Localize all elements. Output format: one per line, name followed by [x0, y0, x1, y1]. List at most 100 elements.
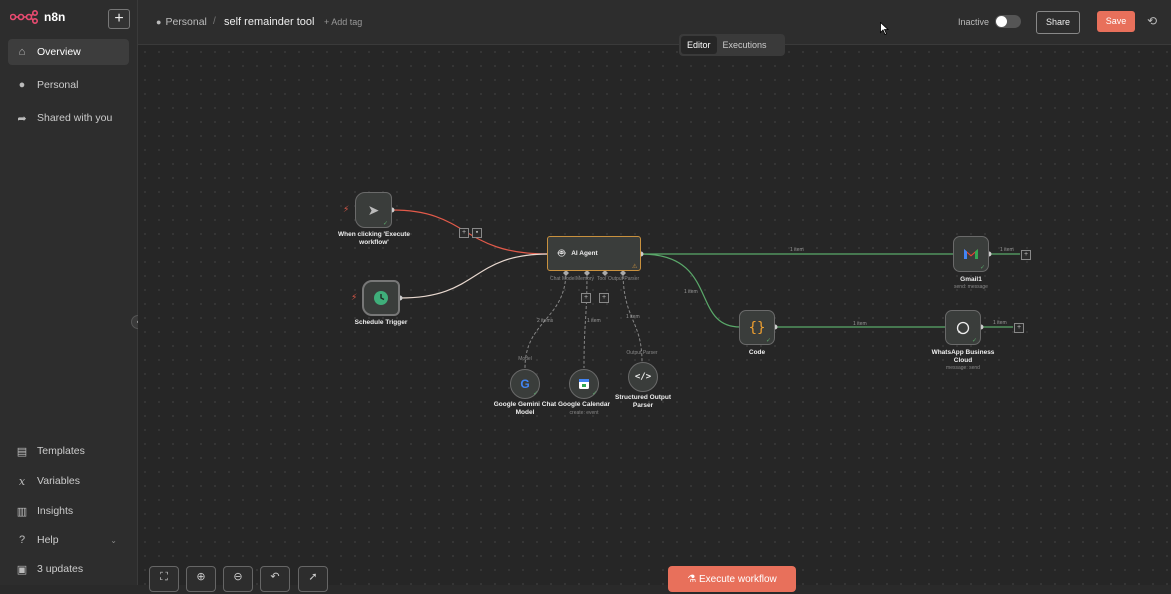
success-check-icon: ✓ — [980, 265, 986, 271]
mouse-cursor-icon — [880, 22, 889, 35]
chevron-down-icon: ⌄ — [110, 535, 117, 545]
cursor-click-icon: ➤ — [367, 201, 380, 218]
active-toggle[interactable] — [995, 15, 1021, 28]
pointer-icon: ➚ — [308, 571, 318, 583]
node-structured-output-parser[interactable]: </> — [628, 362, 658, 392]
sidebar-item-help[interactable]: ? Help ⌄ — [8, 527, 129, 553]
connection-item-count: 1 item — [587, 318, 601, 324]
node-label: Code — [748, 349, 766, 356]
node-ai-agent[interactable]: 🤖︎ AI Agent — [547, 236, 641, 271]
zoom-in-button[interactable]: ⊕ — [186, 566, 216, 592]
undo-icon: ↶ — [270, 571, 280, 583]
connection-item-count: 1 item — [684, 289, 698, 295]
status-label: Inactive — [958, 17, 990, 27]
sidebar-item-label: 3 updates — [37, 563, 84, 575]
sidebar-item-label: Insights — [37, 505, 74, 517]
sidebar-item-label: Help — [37, 534, 59, 546]
add-node-plus-icon[interactable]: + — [1021, 250, 1031, 260]
n8n-logo-icon — [10, 10, 38, 24]
port-label-memory: Memory — [576, 276, 595, 282]
gift-icon: ▣ — [16, 563, 28, 576]
node-google-calendar[interactable] — [569, 369, 599, 399]
node-label: AI Agent — [571, 250, 598, 257]
fit-view-button[interactable]: ⛶ — [149, 566, 179, 592]
sidebar-item-variables[interactable]: x Variables — [8, 468, 129, 494]
delete-connection-icon[interactable]: ▪ — [472, 228, 482, 238]
header: ● Personal / self remainder tool + Add t… — [138, 0, 1171, 45]
connection-item-count: 2 items — [537, 318, 554, 324]
reset-zoom-button[interactable]: ↶ — [260, 566, 290, 592]
node-label: When clicking 'Execute workflow' — [338, 231, 410, 246]
add-node-plus-icon[interactable]: + — [459, 228, 469, 238]
clock-icon — [374, 291, 388, 305]
breadcrumb[interactable]: ● Personal — [156, 16, 207, 28]
node-manual-trigger[interactable]: ➤ — [355, 192, 392, 228]
tab-executions[interactable]: Executions — [722, 40, 767, 50]
success-check-icon: ✓ — [972, 338, 978, 344]
node-label: Schedule Trigger — [354, 319, 408, 326]
success-check-icon: ✓ — [592, 391, 598, 397]
workflow-title[interactable]: self remainder tool — [224, 16, 315, 28]
sidebar-item-templates[interactable]: ▤ Templates — [8, 438, 129, 464]
share-icon: ➦ — [17, 112, 27, 125]
share-button[interactable]: Share — [1036, 11, 1080, 34]
select-tool-button[interactable]: ➚ — [298, 566, 328, 592]
add-tool-plus-icon[interactable]: + — [599, 293, 609, 303]
google-g-icon: G — [520, 377, 530, 391]
fit-view-icon: ⛶ — [160, 571, 168, 583]
port-label-tool: Tool — [597, 276, 607, 282]
tab-editor[interactable]: Editor — [681, 36, 717, 54]
node-label: Structured Output Parser — [615, 394, 671, 409]
node-top-label: Output Parser — [626, 350, 658, 356]
connection-item-count: 1 item — [790, 247, 804, 253]
warning-icon: ⚠ — [632, 264, 638, 270]
templates-icon: ▤ — [16, 445, 28, 458]
code-tag-icon: </> — [634, 372, 652, 382]
zoom-out-button[interactable]: ⊖ — [223, 566, 253, 592]
zoom-in-icon: ⊕ — [196, 571, 206, 583]
n8n-logo[interactable]: n8n — [10, 10, 65, 24]
add-tag-button[interactable]: + Add tag — [324, 17, 363, 27]
create-new-button[interactable]: + — [108, 9, 130, 29]
add-node-plus-icon[interactable]: + — [1014, 323, 1024, 333]
add-memory-plus-icon[interactable]: + — [581, 293, 591, 303]
node-label: WhatsApp Business Cloud — [931, 349, 995, 364]
history-icon[interactable]: ⟲ — [1147, 14, 1158, 28]
sidebar-item-overview[interactable]: ⌂ Overview — [8, 39, 129, 65]
sidebar-item-updates[interactable]: ▣ 3 updates — [8, 556, 129, 582]
sidebar-item-label: Overview — [37, 46, 81, 58]
node-label: Gmail1 — [960, 276, 982, 283]
user-icon: ● — [156, 17, 162, 27]
sidebar-item-label: Templates — [37, 445, 85, 457]
connection-item-count: 1 item — [993, 320, 1007, 326]
view-tabs: Editor Executions — [679, 34, 785, 56]
flask-icon: ⚗ — [687, 574, 697, 585]
sidebar-item-label: Personal — [37, 79, 79, 91]
home-icon: ⌂ — [18, 46, 26, 58]
zoom-out-icon: ⊖ — [233, 571, 243, 583]
sidebar-item-shared[interactable]: ➦ Shared with you — [8, 105, 129, 131]
node-subtitle: create: event — [569, 410, 599, 416]
user-icon: ● — [18, 79, 26, 91]
robot-icon: 🤖︎ — [558, 246, 566, 260]
sidebar-item-label: Shared with you — [37, 112, 113, 124]
success-check-icon: ✓ — [383, 221, 389, 227]
connection-item-count: 1 item — [1000, 247, 1014, 253]
sidebar-item-personal[interactable]: ● Personal — [8, 72, 129, 98]
node-gemini-chat-model[interactable]: G — [510, 369, 540, 399]
toggle-knob — [996, 16, 1007, 27]
save-button[interactable]: Save — [1097, 11, 1135, 32]
workflow-canvas[interactable] — [138, 45, 1171, 585]
node-label: Google Gemini Chat Model — [493, 401, 557, 416]
node-schedule-trigger[interactable] — [362, 280, 400, 316]
node-top-label: Model — [518, 356, 532, 362]
logo-text: n8n — [44, 10, 66, 24]
execute-workflow-button[interactable]: ⚗ Execute workflow — [668, 566, 796, 592]
success-check-icon: ✓ — [766, 338, 772, 344]
gmail-icon — [964, 249, 978, 259]
node-subtitle: message: send — [946, 365, 980, 371]
node-gmail[interactable] — [953, 236, 989, 272]
node-label: Google Calendar — [557, 401, 610, 408]
trigger-bolt-icon: ⚡ — [351, 292, 358, 302]
sidebar-item-insights[interactable]: ▥ Insights — [8, 498, 129, 524]
